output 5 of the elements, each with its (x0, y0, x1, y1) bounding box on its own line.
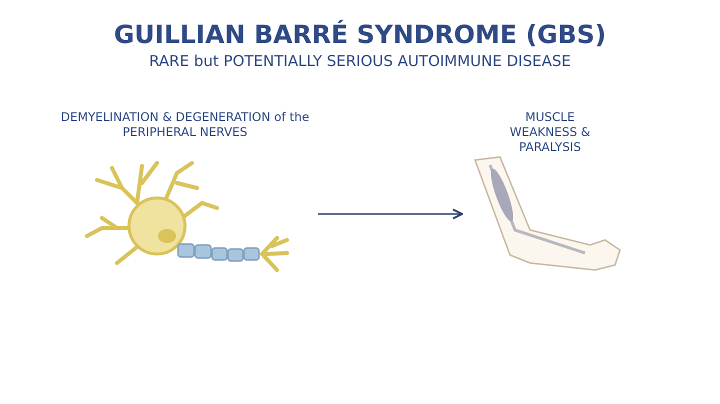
node-heading: MUSCLE WEAKNESS & PARALYSIS (508, 110, 592, 155)
subtitle: RARE but POTENTIALLY SERIOUS AUTOIMMUNE DISEASE (149, 52, 571, 70)
node-heading: DEMYELINATION & DEGENERATION of the PERIPHERAL NERVES (60, 110, 310, 140)
arrow (318, 208, 463, 220)
title: GUILLIAN BARRÉ SYNDROME (GBS) (114, 20, 606, 49)
